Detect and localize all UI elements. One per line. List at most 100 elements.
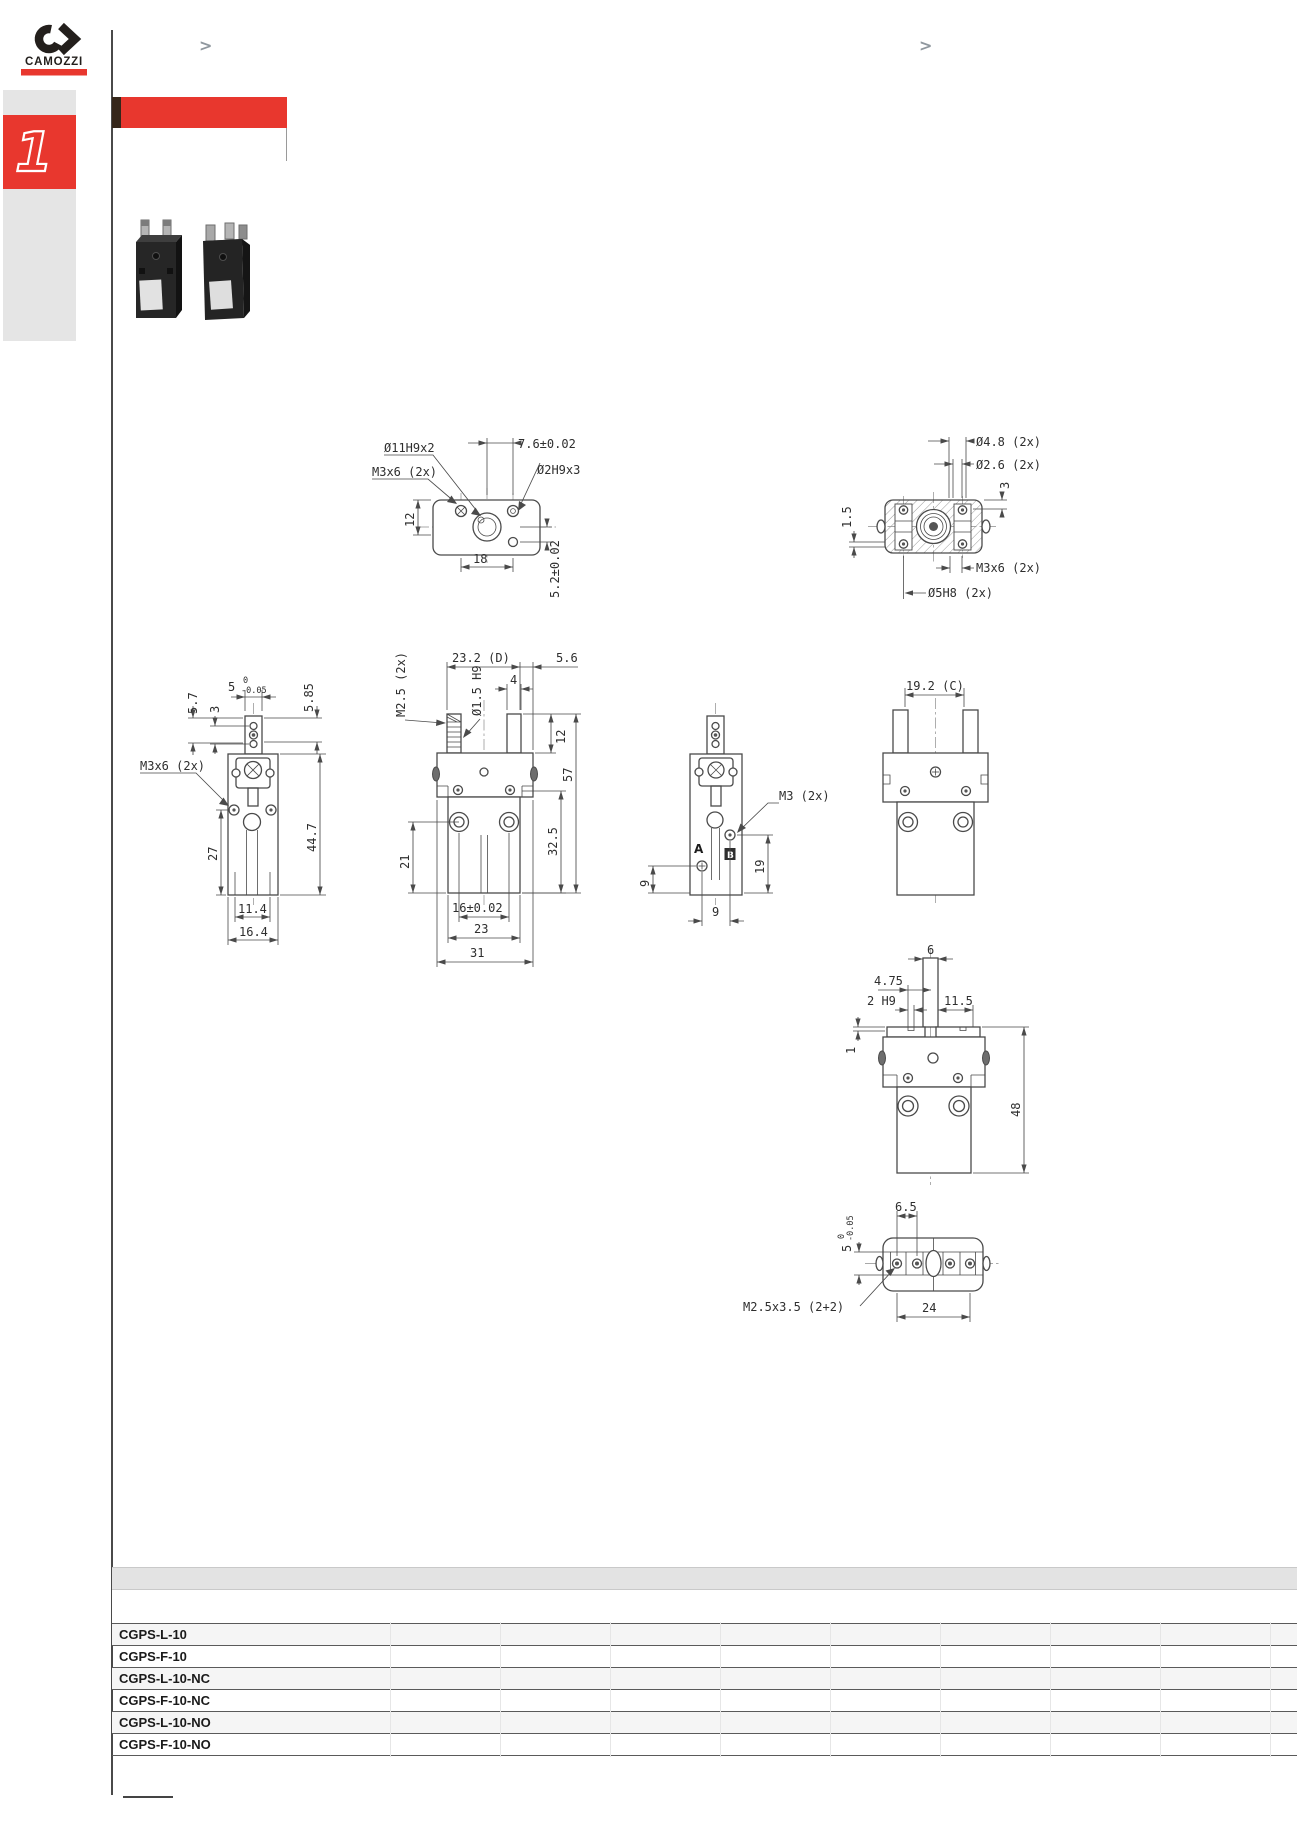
dim-d232: 23.2 (D) [452, 651, 510, 665]
dim-d57: 5.7 [186, 692, 200, 714]
dim-w5-tol-top: 0 [243, 676, 248, 686]
column-separator [610, 1622, 611, 1757]
dim-hole: Ø2H9x3 [537, 463, 580, 477]
drawing-jaw-top: 6.5 5 0 -0.05 M2.5x3.5 (2+2) 24 [743, 1200, 1000, 1322]
model-name: CGPS-F-10-NC [119, 1693, 211, 1708]
dim-d164: 16.4 [239, 925, 268, 939]
model-name: CGPS-F-10 [119, 1649, 187, 1664]
dim-labels: 6 4.75 2 H9 11.5 1 48 [844, 943, 1029, 1174]
chapter-tab: 1 [3, 115, 76, 189]
dim-h12: 12 [403, 513, 417, 527]
dim-bore: Ø11H9x2 [384, 441, 435, 455]
dim-d21: 21 [398, 855, 412, 869]
dim-d475: 4.75 [874, 974, 903, 988]
product-photo-1 [136, 219, 182, 318]
dim-w5: 5 [840, 1245, 854, 1252]
model-name: CGPS-L-10 [119, 1627, 187, 1642]
dim-d31: 31 [470, 946, 484, 960]
product-photo-2 [203, 222, 250, 320]
dim-d16: 16±0.02 [452, 901, 503, 915]
dim-d9v: 9 [638, 880, 652, 887]
column-separator [1050, 1622, 1051, 1757]
port-a-label: A [694, 842, 704, 856]
dim-m3: M3 (2x) [779, 789, 830, 803]
dim-d1: 1 [844, 1047, 858, 1054]
dim-d4: 4 [510, 673, 517, 687]
dim-w5-tol-bot: -0.05 [846, 1215, 856, 1241]
model-row: CGPS-L-10 [112, 1624, 1297, 1646]
title-bar-edge-line [286, 128, 287, 161]
dim-d9h: 9 [712, 905, 719, 919]
model-row: CGPS-F-10 [112, 1646, 1297, 1668]
dim-w5-tol-bot: -0.05 [241, 686, 267, 696]
table-spacer-row [112, 1590, 1297, 1624]
dim-d19: 19 [753, 860, 767, 874]
dim-labels: M3 (2x) 19 9 9 [638, 789, 830, 926]
dim-d15: 1.5 [840, 506, 854, 528]
column-separator [1270, 1622, 1271, 1757]
model-row: CGPS-L-10-NO [112, 1712, 1297, 1734]
dim-d192: 19.2 (C) [906, 679, 964, 693]
dim-screw: M3x6 (2x) [372, 465, 437, 479]
page-margin-line [111, 30, 113, 1795]
dim-d57: 57 [561, 768, 575, 782]
series-title-block [112, 97, 121, 128]
drawing-bottom-view: Ø4.8 (2x) Ø2.6 (2x) 3 1.5 M3x6 (2x) Ø5H8… [840, 435, 1041, 600]
dim-d48: 48 [1009, 1103, 1023, 1117]
breadcrumb-chevron-right: > [919, 36, 933, 55]
dim-m3: M3x6 (2x) [140, 759, 205, 773]
footnote-rule [123, 1796, 173, 1798]
column-separator [720, 1622, 721, 1757]
drawing-side-ports: A B M3 (2x) 19 9 9 [638, 703, 830, 926]
model-name: CGPS-F-10-NO [119, 1737, 211, 1752]
dim-m25: M2.5x3.5 (2+2) [743, 1300, 844, 1314]
camozzi-mark [34, 22, 82, 56]
chapter-number: 1 [14, 120, 54, 185]
drawing-finger-front: 6 4.75 2 H9 11.5 1 48 [844, 943, 1029, 1185]
dim-d23: 23 [474, 922, 488, 936]
dim-labels: 23.2 (D) 5.6 M2.5 (2x) Ø1.5 H9 4 12 57 2… [394, 651, 581, 967]
dim-d27: 27 [206, 847, 220, 861]
breadcrumb-chevron-left: > [199, 36, 213, 55]
column-separator [500, 1622, 501, 1757]
dim-d3: 3 [208, 706, 222, 713]
camozzi-logo: CAMOZZI [21, 22, 87, 76]
dim-labels: Ø11H9x2 M3x6 (2x) 7.6±0.02 Ø2H9x3 12 18 … [372, 437, 580, 598]
dim-d5h8: Ø5H8 (2x) [928, 586, 993, 600]
drawing-front-view: 23.2 (D) 5.6 M2.5 (2x) Ø1.5 H9 4 12 57 2… [394, 651, 581, 967]
dim-d325: 32.5 [546, 827, 560, 856]
drawing-top-view: Ø11H9x2 M3x6 (2x) 7.6±0.02 Ø2H9x3 12 18 … [372, 437, 580, 598]
dim-m25: M2.5 (2x) [394, 652, 408, 717]
port-b-label: B [727, 851, 734, 861]
dim-labels: 5 0 -0.05 5.85 5.7 3 M3x6 (2x) 27 44.7 [140, 676, 326, 945]
model-row: CGPS-F-10-NC [112, 1690, 1297, 1712]
ordering-table: CGPS-L-10 CGPS-F-10 CGPS-L-10-NC CGPS-F-… [112, 1567, 1297, 1757]
dim-d3: 3 [998, 482, 1012, 489]
logo-wordmark: CAMOZZI [25, 56, 83, 68]
dim-w5: 5 [228, 680, 235, 694]
dim-d447: 44.7 [305, 823, 319, 852]
dim-d48: Ø4.8 (2x) [976, 435, 1041, 449]
dim-d26: Ø2.6 (2x) [976, 458, 1041, 472]
dim-w18: 18 [473, 552, 487, 566]
column-separator [940, 1622, 941, 1757]
dim-labels: 6.5 5 0 -0.05 M2.5x3.5 (2+2) 24 [743, 1200, 971, 1322]
dim-w5-tol-top: 0 [837, 1234, 847, 1239]
dim-d6: 6 [927, 943, 934, 957]
dim-pitch: 7.6±0.02 [518, 437, 576, 451]
dim-d24: 24 [922, 1301, 936, 1315]
dim-d114: 11.4 [238, 902, 267, 916]
dim-m3: M3x6 (2x) [976, 561, 1041, 575]
column-separator [1160, 1622, 1161, 1757]
table-header-band [112, 1567, 1297, 1590]
dim-d65: 6.5 [895, 1200, 917, 1214]
model-row: CGPS-L-10-NC [112, 1668, 1297, 1690]
drawing-side-closed: 5 0 -0.05 5.85 5.7 3 M3x6 (2x) 27 44.7 [140, 676, 326, 945]
dim-d2h9: 2 H9 [867, 994, 896, 1008]
dim-d15h9: Ø1.5 H9 [470, 665, 484, 716]
dim-d56: 5.6 [556, 651, 578, 665]
column-separator [390, 1622, 391, 1757]
series-title-bar [121, 97, 287, 128]
dim-d115: 11.5 [944, 994, 973, 1008]
